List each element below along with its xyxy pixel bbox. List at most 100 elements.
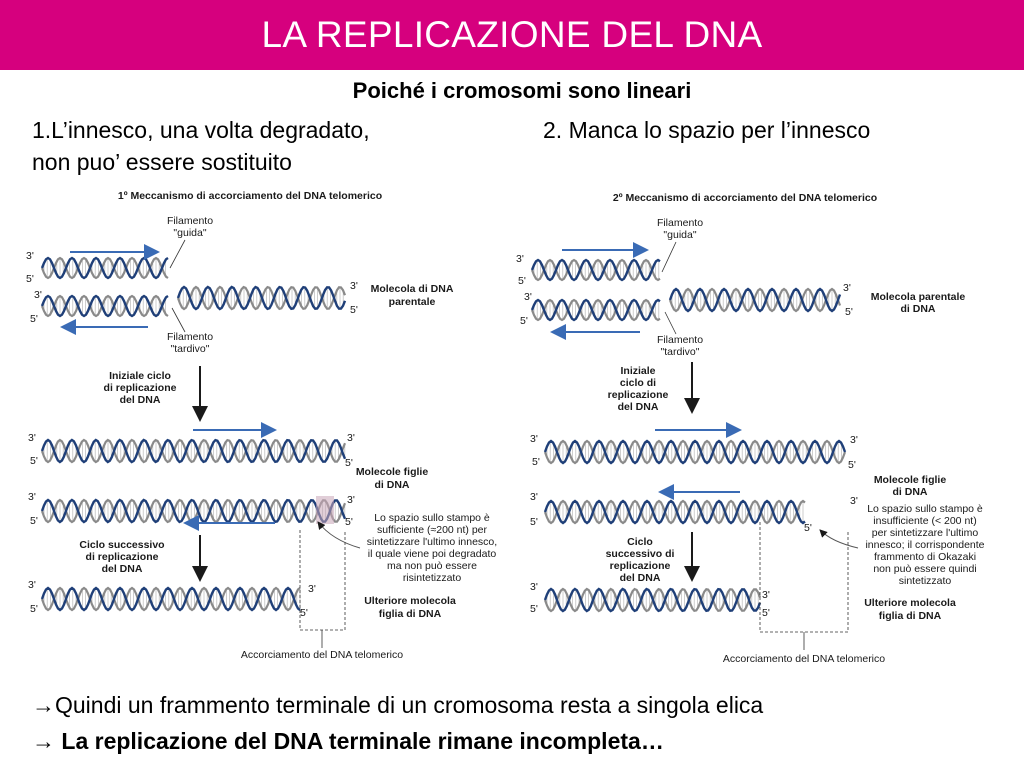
label-molecole-figlie-2: di DNA (893, 486, 928, 498)
label-ciclo-successivo-2: successivo di (606, 548, 675, 560)
label-accorciamento: Accorciamento del DNA telomerico (723, 653, 885, 665)
conclusion-text-2: La replicazione del DNA terminale rimane… (61, 728, 664, 754)
label-ciclo-iniziale: Iniziale ciclo (109, 370, 171, 382)
end-label: 5' (530, 516, 538, 528)
arrow-right-icon: → (32, 692, 55, 718)
note-text: non può essere quindi (873, 563, 976, 575)
end-label: 5' (30, 603, 38, 615)
point-one-line1: 1.L’innesco, una volta degradato, (32, 117, 370, 143)
label-ciclo-iniziale-2: di replicazione (104, 382, 177, 394)
dna-helix (543, 439, 847, 465)
end-label: 3' (762, 589, 770, 601)
end-label: 5' (26, 273, 34, 285)
label-ciclo-successivo-3: del DNA (102, 563, 143, 575)
title-bar: LA REPLICAZIONE DEL DNA (0, 0, 1024, 70)
label-filamento-tardivo-2: "tardivo" (171, 343, 210, 355)
note-text: per sintetizzare l'ultimo (872, 527, 979, 539)
end-label: 5' (532, 456, 540, 468)
label-molecola-parentale: Molecola di DNA (371, 283, 454, 295)
note-text: Lo spazio sullo stampo è (867, 503, 983, 515)
end-label: 3' (850, 495, 858, 507)
label-ciclo-successivo: Ciclo successivo (79, 539, 164, 551)
end-label: 3' (850, 434, 858, 446)
conclusion-text-1: Quindi un frammento terminale di un crom… (55, 692, 764, 718)
note-text: frammento di Okazaki (874, 551, 976, 563)
end-label: 5' (804, 522, 812, 534)
label-filamento-guida: Filamento (657, 217, 703, 229)
end-label: 3' (347, 494, 355, 506)
note-pointer (317, 521, 361, 549)
label-ciclo-successivo-4: del DNA (620, 572, 661, 584)
label-ciclo-iniziale-4: del DNA (618, 401, 659, 413)
end-label: 5' (345, 516, 353, 528)
dna-helix (40, 498, 347, 524)
arrow-right-icon: → (32, 728, 55, 754)
point-two: 2. Manca lo spazio per l’innesco (543, 117, 871, 143)
note-text: sintetizzato (899, 575, 952, 587)
shortening-bracket (299, 530, 346, 631)
note-text: Lo spazio sullo stampo è (374, 512, 490, 524)
end-label: 5' (30, 313, 38, 325)
dna-helix (40, 586, 301, 612)
page-title: LA REPLICAZIONE DEL DNA (261, 14, 763, 55)
label-ciclo-successivo-2: di replicazione (86, 551, 159, 563)
diagram-right: 2º Meccanismo di accorciamento del DNA t… (516, 192, 985, 665)
end-label: 3' (843, 282, 851, 294)
point-one: 1.L’innesco, una volta degradato, non pu… (32, 114, 370, 178)
shortening-bracket (759, 522, 849, 633)
end-label: 5' (30, 455, 38, 467)
label-molecole-figlie: Molecole figlie (874, 474, 947, 486)
label-ulteriore-2: figlia di DNA (879, 610, 942, 622)
end-label: 3' (28, 579, 36, 591)
end-label: 3' (524, 291, 532, 303)
label-filamento-guida-2: "guida" (663, 229, 696, 241)
conclusion-line-1: →Quindi un frammento terminale di un cro… (32, 690, 763, 720)
dna-helix (40, 438, 347, 464)
label-ciclo-iniziale: Iniziale (620, 365, 655, 377)
end-label: 5' (300, 607, 308, 619)
note-text: innesco; il corrispondente (865, 539, 984, 551)
dna-helix (543, 499, 806, 525)
label-molecola-parentale-2: parentale (389, 296, 436, 308)
label-ciclo-iniziale-3: del DNA (120, 394, 161, 406)
label-molecole-figlie: Molecole figlie (356, 466, 429, 478)
end-label: 3' (530, 491, 538, 503)
diagram-left-heading: 1º Meccanismo di accorciamento del DNA t… (118, 190, 382, 202)
end-label: 5' (762, 607, 770, 619)
primer-region (316, 496, 334, 524)
note-pointer (819, 529, 859, 549)
label-molecole-figlie-2: di DNA (375, 479, 410, 491)
note-text: sufficiente (≈200 nt) per (377, 524, 488, 536)
label-filamento-guida-2: "guida" (173, 227, 206, 239)
label-ciclo-iniziale-3: replicazione (608, 389, 669, 401)
end-label: 3' (347, 432, 355, 444)
label-molecola-parentale: Molecola parentale (871, 291, 966, 303)
end-label: 5' (530, 603, 538, 615)
label-filamento-tardivo: Filamento (167, 331, 213, 343)
dna-helix (176, 285, 347, 311)
note-text: risintetizzato (403, 572, 462, 584)
page-subtitle: Poiché i cromosomi sono lineari (352, 78, 692, 103)
point-one-line2: non puo’ essere sostituito (32, 149, 292, 175)
note-text: insufficiente (< 200 nt) (873, 515, 976, 527)
end-label: 3' (28, 491, 36, 503)
note-text: il quale viene poi degradato (368, 548, 497, 560)
end-label: 3' (516, 253, 524, 265)
end-label: 5' (520, 315, 528, 327)
note-text: sintetizzare l'ultimo innesco, (367, 536, 497, 548)
label-ciclo-successivo-3: replicazione (610, 560, 671, 572)
end-label: 5' (350, 304, 358, 316)
label-filamento-tardivo: Filamento (657, 334, 703, 346)
label-ciclo-successivo: Ciclo (627, 536, 653, 548)
diagram-right-heading: 2º Meccanismo di accorciamento del DNA t… (613, 192, 877, 204)
dna-helix (40, 256, 169, 280)
end-label: 5' (30, 515, 38, 527)
label-filamento-guida: Filamento (167, 215, 213, 227)
end-label: 5' (518, 275, 526, 287)
end-label: 5' (345, 457, 353, 469)
dna-helix (668, 287, 842, 313)
end-label: 3' (350, 280, 358, 292)
label-ulteriore-2: figlia di DNA (379, 608, 442, 620)
dna-helix (530, 258, 661, 282)
